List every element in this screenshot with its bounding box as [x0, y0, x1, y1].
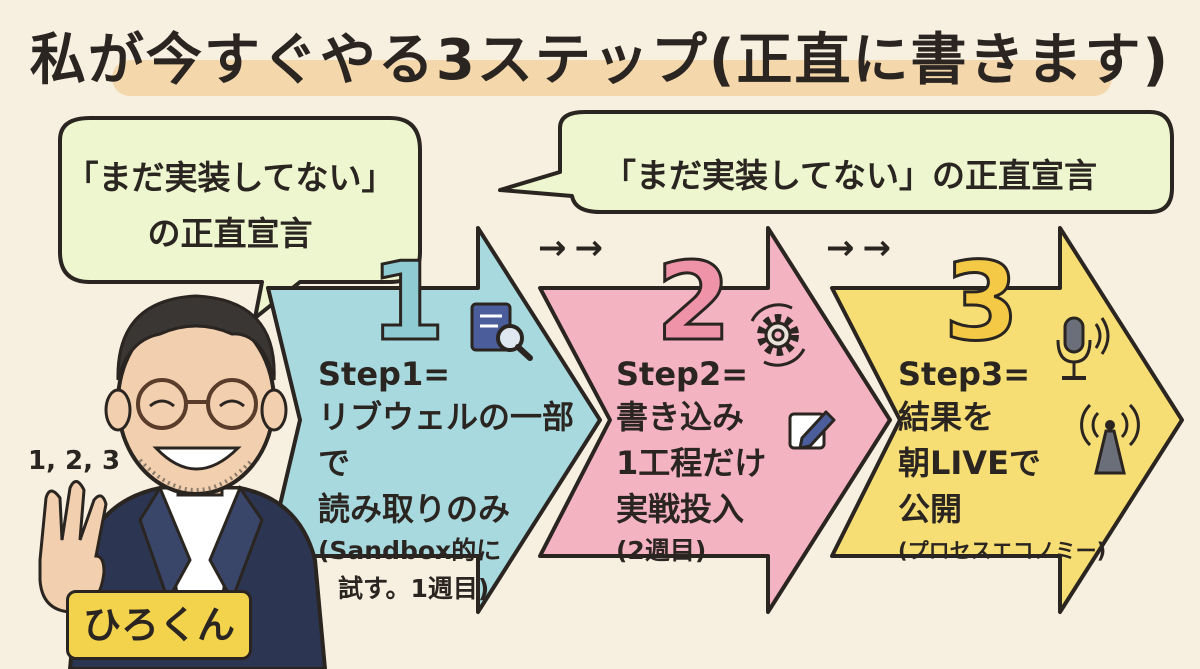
speech-bubble-right [498, 110, 1174, 214]
presenter-name-badge: ひろくん [66, 590, 252, 660]
step3-heading: Step3= [898, 355, 1031, 393]
edit-pencil-icon [788, 410, 836, 450]
bubble-left-line2: の正直宣言 [147, 214, 313, 253]
step2-chevron [538, 226, 892, 614]
step2-note: (2週目) [616, 536, 707, 565]
step3-content: Step3= 結果を 朝LIVEで 公開 (プロセスエコノミー) [898, 354, 1158, 570]
speech-bubble-right-text: 「まだ実装してない」の正直宣言 [540, 148, 1160, 204]
step1-chevron [266, 226, 602, 614]
title-highlight-band [112, 60, 1112, 96]
gear-cycle-icon [750, 303, 806, 367]
step2-line: 書き込み [616, 398, 745, 436]
connector-arrows-2: →→ [826, 228, 899, 268]
step3-number: 3 [942, 240, 1020, 365]
step3-note: (プロセスエコノミー) [898, 539, 1107, 563]
step2-number: 2 [654, 240, 732, 365]
page-title: 私が今すぐやる3ステップ(正直に書きます) [29, 28, 1171, 93]
speech-bubble-left [58, 116, 422, 320]
step1-number: 1 [368, 240, 446, 365]
step2-line: 実戦投入 [616, 490, 745, 528]
speech-bubble-left-text: 「まだ実装してない」 の正直宣言 [40, 150, 420, 262]
bubble-right-line1: 「まだ実装してない」の正直宣言 [602, 156, 1097, 195]
step2-line: 1工程だけ [616, 444, 767, 482]
step2-content: Step2= 書き込み 1工程だけ 実戦投入 (2週目) [616, 354, 866, 570]
step3-line: 公開 [898, 490, 963, 528]
step1-content: Step1= リブウェルの一部で 読み取りのみ (Sandbox的に 試す。1週… [318, 354, 588, 608]
step3-chevron [830, 226, 1184, 614]
bubble-left-line1: 「まだ実装してない」 [65, 158, 395, 197]
step2-heading: Step2= [616, 355, 749, 393]
book-search-icon [470, 302, 533, 361]
step1-heading: Step1= [318, 355, 451, 393]
step3-line: 結果を [898, 398, 995, 436]
connector-arrows-1: →→ [538, 228, 611, 268]
step1-note: (Sandbox的に [318, 536, 502, 565]
step3-line: 朝LIVEで [898, 444, 1041, 482]
presenter-avatar [38, 294, 328, 669]
step1-line: リブウェルの一部で [318, 398, 575, 482]
microphone-icon [1056, 316, 1110, 380]
broadcast-antenna-icon [1080, 403, 1140, 475]
counter-label: 1, 2, 3 [28, 446, 121, 476]
step1-line: 読み取りのみ [318, 490, 511, 528]
step1-note: 試す。1週目) [338, 574, 490, 603]
